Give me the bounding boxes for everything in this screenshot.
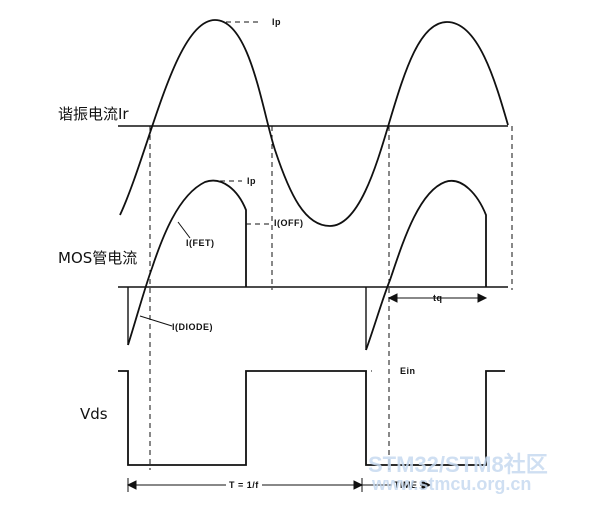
tq-arrow — [387, 293, 488, 303]
ein-label: Ein — [400, 366, 416, 376]
annotation-leaders — [139, 221, 191, 327]
ip-top-label: Ip — [272, 17, 281, 27]
i-diode-label: I(DIODE) — [172, 322, 213, 332]
vds-label: Vds — [80, 405, 108, 423]
watermark-url: www.stmcu.org.cn — [372, 474, 532, 494]
mos-current-label: MOS管电流 — [58, 249, 138, 267]
watermark-title: STM32/STM8社区 — [368, 452, 548, 477]
period-label: T = 1/f — [226, 480, 262, 490]
mos-current-pulse-1 — [127, 179, 247, 346]
resonant-current-label: 谐振电流Ir — [58, 105, 129, 123]
resonant-current-curve — [119, 19, 509, 227]
i-fet-label: I(FET) — [186, 238, 215, 248]
ip-mid-label: Ip — [247, 176, 256, 186]
time-label: TIME — [392, 480, 420, 490]
mos-current-pulse-2 — [365, 179, 487, 351]
i-off-label: I(OFF) — [274, 218, 304, 228]
vds-square-wave — [118, 370, 505, 466]
tq-label: tq — [433, 293, 443, 303]
